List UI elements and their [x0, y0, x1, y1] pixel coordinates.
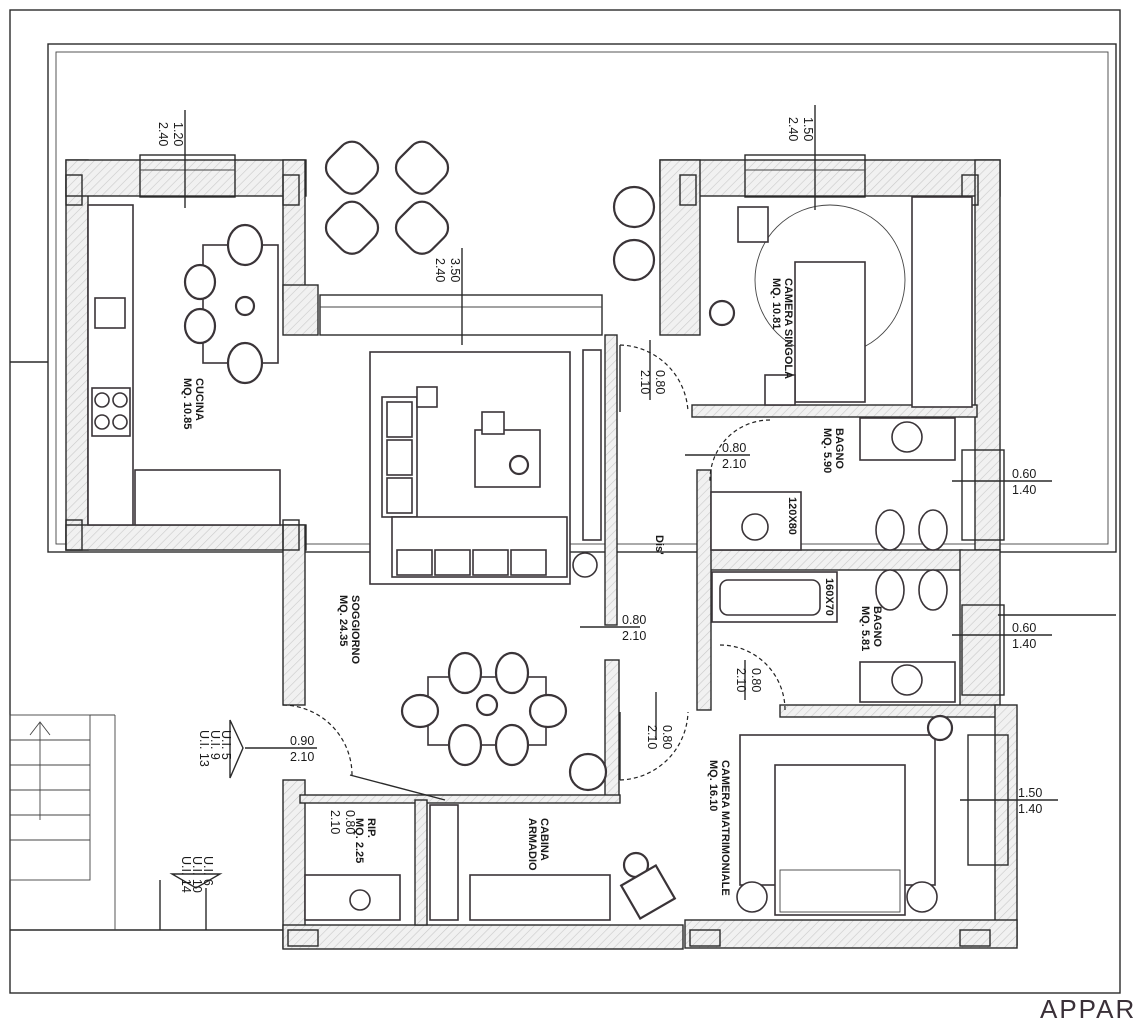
dim-width: 0.80	[660, 725, 674, 749]
rip-name: RIP.	[365, 818, 377, 838]
svg-text:SOGGIORNOMQ. 24.35: SOGGIORNOMQ. 24.35	[337, 595, 361, 665]
units-lower: U.I. 6U.I. 10U.I. 14	[179, 856, 215, 893]
dim-width: 1.50	[1018, 786, 1042, 800]
armadio-name: ARMADIO	[526, 818, 538, 871]
dim-height: 1.40	[1012, 483, 1036, 497]
svg-text:CUCINAMQ. 10.85: CUCINAMQ. 10.85	[181, 378, 205, 429]
dim-height: 2.10	[290, 750, 314, 764]
site-boundary	[9, 9, 1121, 994]
dim-width: 3.50	[448, 258, 462, 282]
cabina-name: CABINA	[538, 818, 550, 861]
bagno2-name: BAGNO	[871, 606, 883, 647]
dim-height: 2.40	[786, 117, 800, 141]
camera-singola-name: CAMERA SINGOLA	[782, 278, 794, 379]
svg-text:CAMERA MATRIMONIALEMQ. 16.10: CAMERA MATRIMONIALEMQ. 16.10	[707, 760, 731, 896]
bathtub-size: 160X70	[823, 578, 835, 616]
dim-height: 2.10	[328, 810, 342, 834]
svg-text:3.502.40: 3.502.40	[433, 258, 462, 282]
cucina-name: CUCINA	[193, 378, 205, 421]
dim-width: 0.80	[749, 668, 763, 692]
dim-height: 2.10	[622, 629, 646, 643]
stair-arrow-icon	[169, 873, 223, 889]
camera-matrimoniale-area: MQ. 16.10	[707, 760, 719, 811]
entrance-arrow-icon	[229, 719, 244, 779]
dim-width: 0.90	[290, 734, 314, 748]
svg-text:RIP.MQ. 2.25: RIP.MQ. 2.25	[353, 818, 377, 863]
svg-text:0.802.10: 0.802.10	[734, 668, 763, 692]
dim-height: 2.10	[722, 457, 746, 471]
dim-width: 0.80	[653, 370, 667, 394]
walls	[65, 159, 1018, 950]
dim-height: 1.40	[1018, 802, 1042, 816]
svg-text:0.802.10: 0.802.10	[328, 810, 357, 834]
dim-height: 2.10	[734, 668, 748, 692]
svg-text:CABINAARMADIO: CABINAARMADIO	[526, 818, 550, 871]
dim-width: 1.50	[801, 117, 815, 141]
soggiorno-name: SOGGIORNO	[349, 595, 361, 665]
dim-width: 1.20	[171, 122, 185, 146]
svg-text:1.202.40: 1.202.40	[156, 122, 185, 146]
dim-height: 1.40	[1012, 637, 1036, 651]
dim-width: 0.80	[343, 810, 357, 834]
doors	[282, 344, 786, 801]
soggiorno-area: MQ. 24.35	[337, 595, 349, 646]
svg-text:1.502.40: 1.502.40	[786, 117, 815, 141]
dimension-lines	[184, 105, 1116, 801]
dim-height: 2.10	[638, 370, 652, 394]
svg-text:0.802.10: 0.802.10	[638, 370, 667, 394]
corner-title: APPAR	[1040, 994, 1136, 1018]
cucina-area: MQ. 10.85	[181, 378, 193, 429]
rip-area: MQ. 2.25	[353, 818, 365, 863]
units-upper: U.I. 5U.I. 9U.I. 13	[197, 730, 233, 767]
dim-height: 2.40	[433, 258, 447, 282]
bagno1-name: BAGNO	[833, 428, 845, 469]
dim-width: 0.60	[1012, 621, 1036, 635]
camera-singola-area: MQ. 10.81	[770, 278, 782, 329]
furniture	[87, 140, 973, 921]
svg-text:BAGNOMQ. 5.81: BAGNOMQ. 5.81	[859, 606, 883, 651]
camera-matrimoniale-name: CAMERA MATRIMONIALE	[719, 760, 731, 896]
svg-text:CAMERA SINGOLAMQ. 10.81: CAMERA SINGOLAMQ. 10.81	[770, 278, 794, 379]
dim-height: 2.40	[156, 122, 170, 146]
staircase	[9, 714, 116, 930]
svg-text:BAGNOMQ. 5.90: BAGNOMQ. 5.90	[821, 428, 845, 473]
dim-height: 2.10	[645, 725, 659, 749]
svg-text:0.802.10: 0.802.10	[645, 725, 674, 749]
dim-width: 0.60	[1012, 467, 1036, 481]
bagno2-area: MQ. 5.81	[859, 606, 871, 651]
dim-width: 0.80	[722, 441, 746, 455]
bagno1-area: MQ. 5.90	[821, 428, 833, 473]
dim-width: 0.80	[622, 613, 646, 627]
shower-size: 120X80	[786, 497, 798, 535]
disimpegno-name: Dis'	[653, 535, 665, 555]
